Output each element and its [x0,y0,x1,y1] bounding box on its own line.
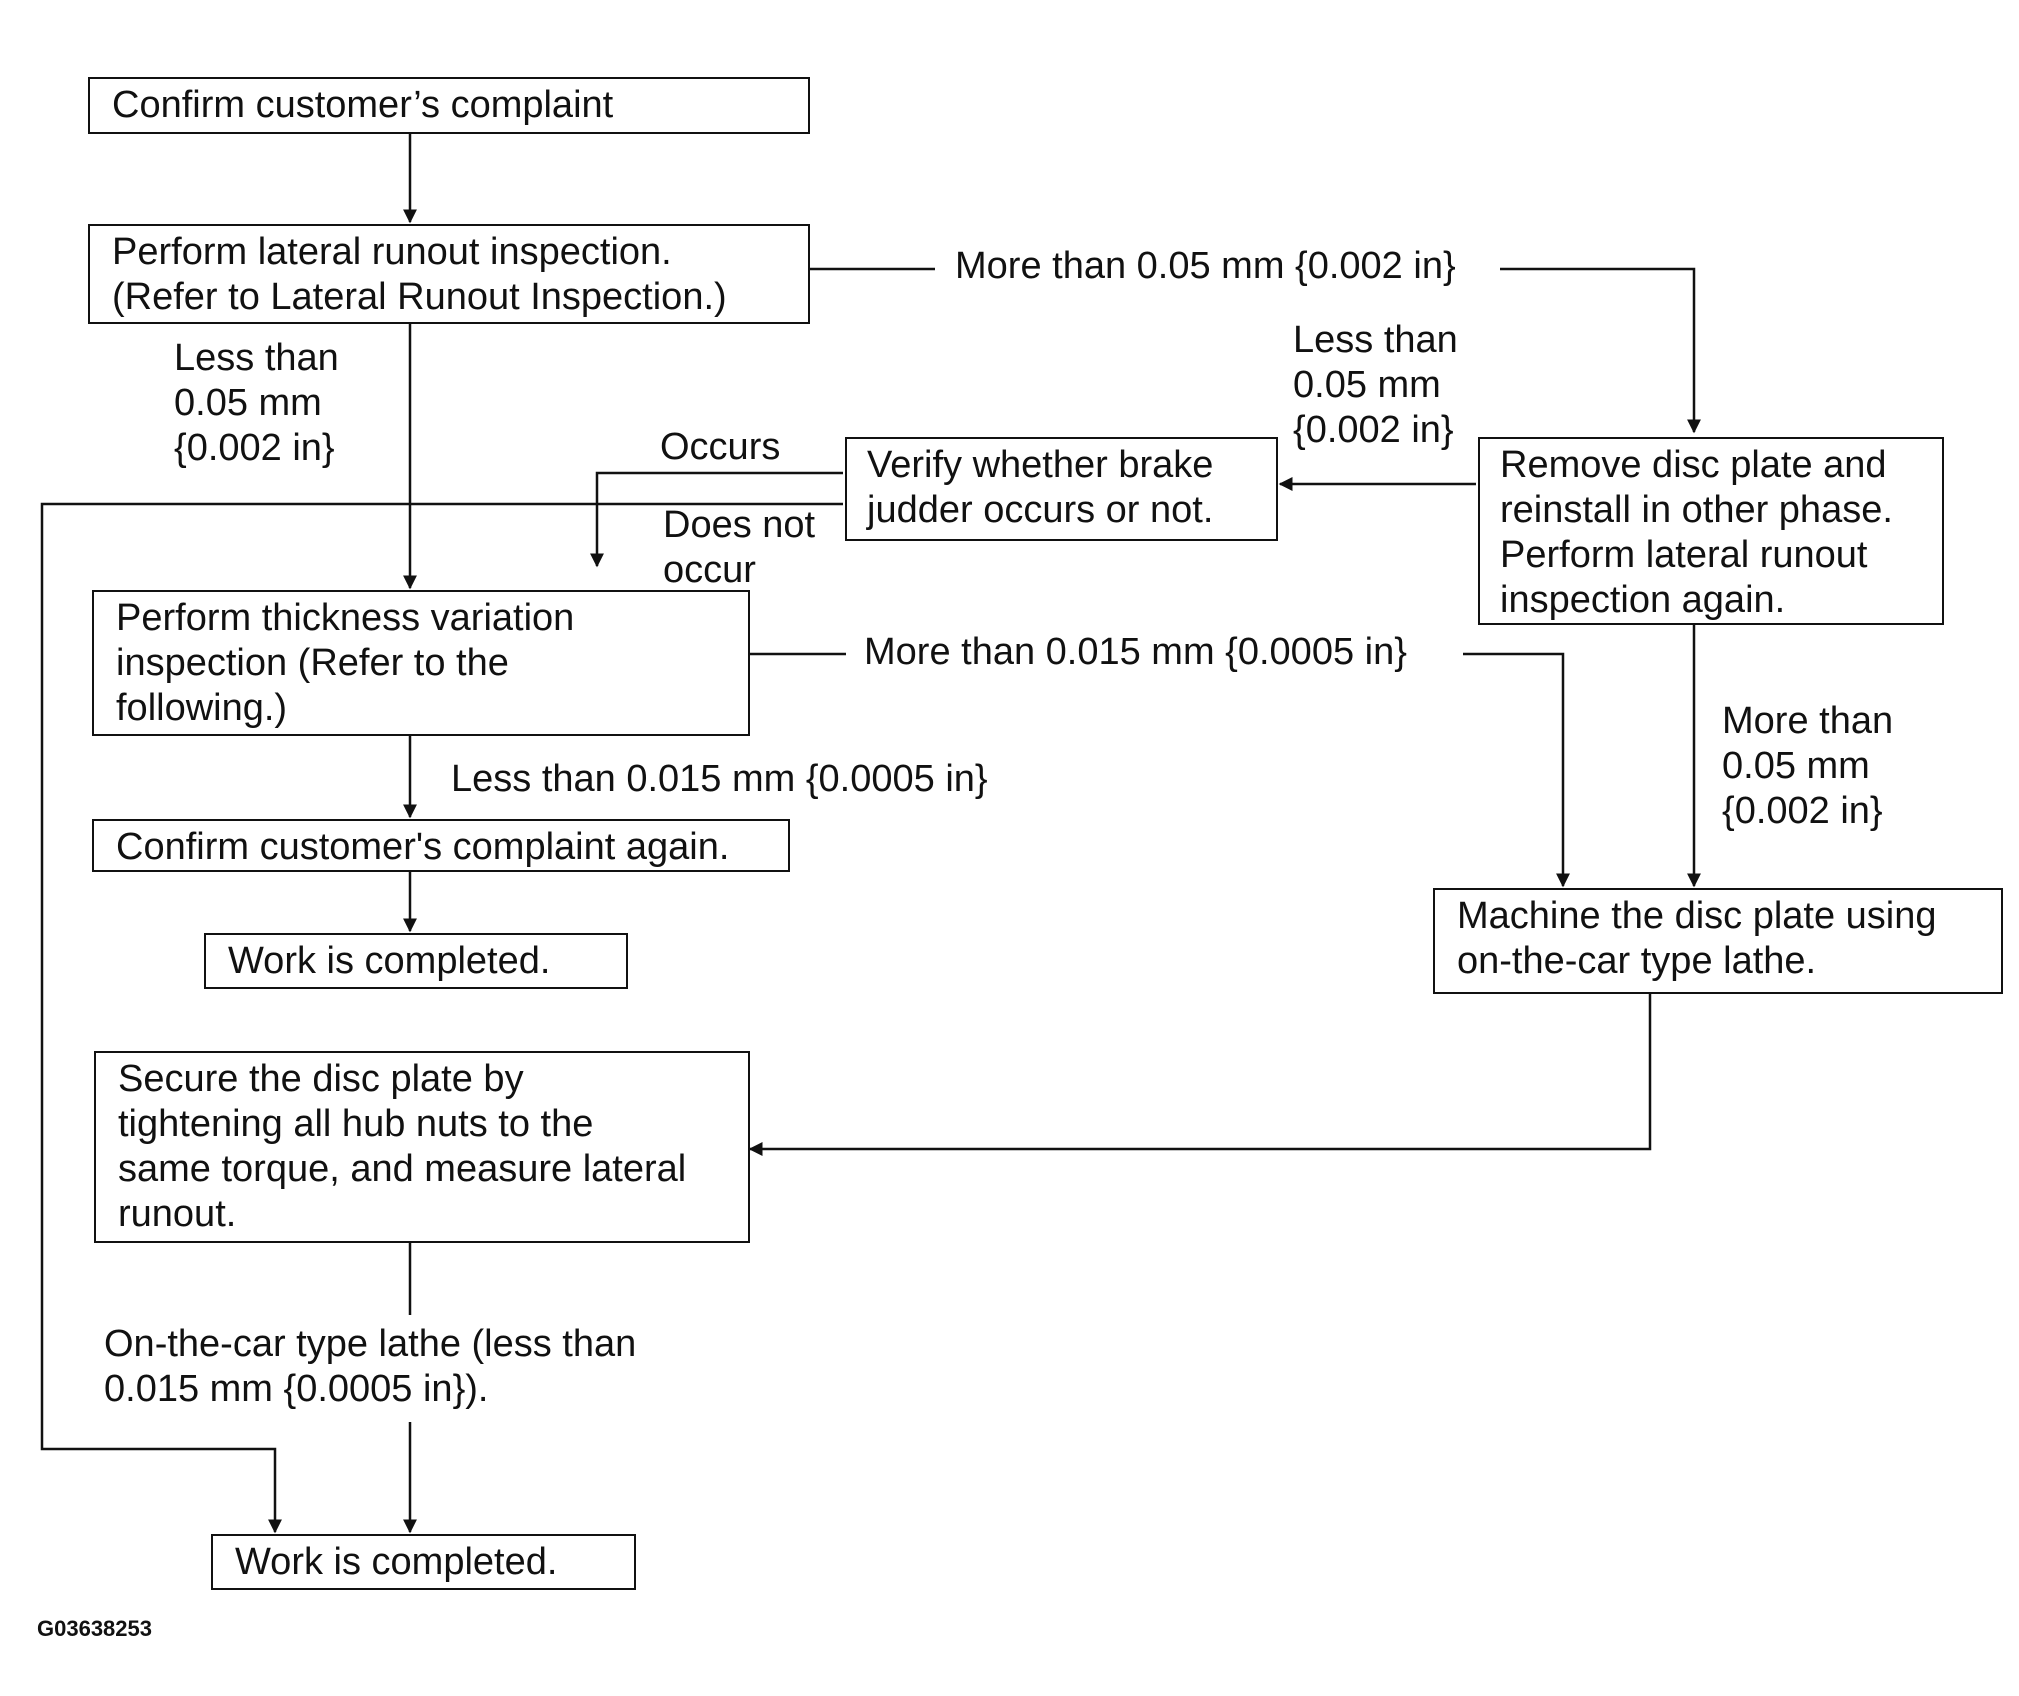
confirm-again-box: Confirm customer's complaint again. [92,819,790,872]
machine-disc-box: Machine the disc plate using on-the-car … [1433,888,2003,994]
secure-disc-box: Secure the disc plate by tightening all … [94,1051,750,1243]
arrow-verify-not-occur [590,471,843,568]
thickness-variation-box: Perform thickness variation inspection (… [92,590,750,736]
work-completed-box-2: Work is completed. [211,1534,636,1590]
label-lathe-condition: On-the-car type lathe (less than 0.015 m… [104,1323,637,1410]
label-more-than-0015: More than 0.015 mm {0.0005 in} [864,631,1407,673]
label-less-than-0015: Less than 0.015 mm {0.0005 in} [451,758,988,800]
figure-code: G03638253 [37,1616,152,1641]
label-more-than-005-top: More than 0.05 mm {0.002 in} [955,245,1456,287]
label-more-than-005-right: More than 0.05 mm {0.002 in} [1722,700,1894,832]
label-less-than-005-left: Less than 0.05 mm {0.002 in} [174,337,339,469]
label-less-than-005-right: Less than 0.05 mm {0.002 in} [1293,319,1458,451]
verify-judder-box: Verify whether brake judder occurs or no… [845,437,1278,541]
work-completed-box-1: Work is completed. [204,933,628,989]
lateral-runout-box: Perform lateral runout inspection. (Refe… [88,224,810,324]
label-does-not-occur: Does not occur [663,504,816,591]
arrow-machine-to-secure [748,994,1652,1156]
confirm-complaint-box: Confirm customer’s complaint [88,77,810,134]
arrow-verify-occurs-loop [40,502,843,1534]
label-occurs: Occurs [660,426,781,468]
remove-reinstall-box: Remove disc plate and reinstall in other… [1478,437,1944,625]
